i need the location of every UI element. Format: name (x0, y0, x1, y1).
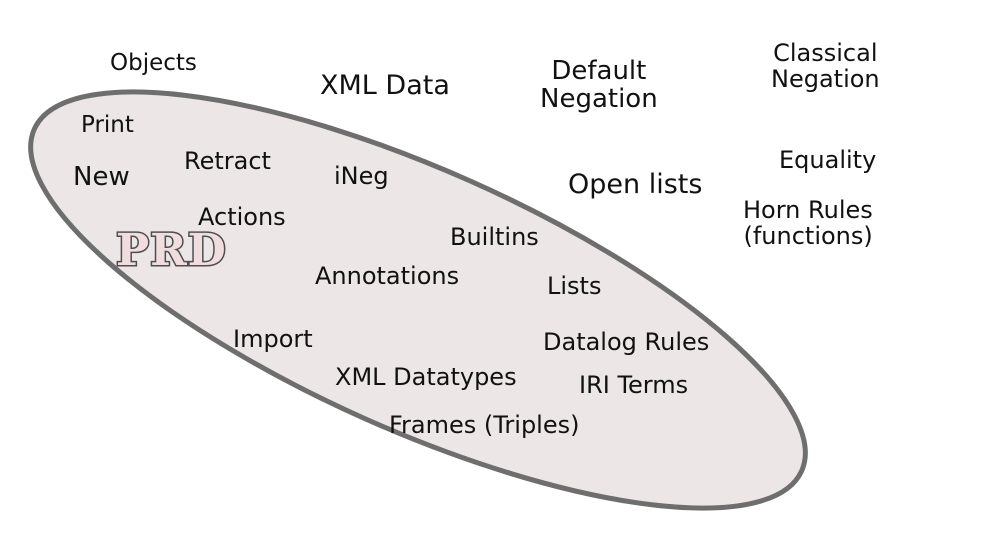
label-frames-triples: Frames (Triples) (389, 411, 580, 439)
label-datalog-rules: Datalog Rules (543, 328, 710, 356)
label-equality: Equality (779, 146, 877, 174)
label-default-negation: Default Negation (540, 57, 658, 113)
label-annotations: Annotations (315, 262, 460, 290)
label-default-negation-line1: Default (551, 56, 647, 86)
label-classical-negation-line1: Classical (773, 39, 878, 67)
label-objects: Objects (110, 50, 197, 76)
prd-region-title: PRD (115, 225, 228, 276)
label-horn-rules-line1: Horn Rules (743, 196, 873, 224)
label-classical-negation: Classical Negation (771, 39, 880, 93)
label-import: Import (233, 325, 313, 353)
label-xml-datatypes: XML Datatypes (335, 363, 517, 391)
prd-ellipse (28, 89, 808, 511)
label-ineg: iNeg (334, 162, 389, 190)
label-new: New (73, 162, 130, 192)
label-lists: Lists (547, 272, 602, 300)
label-print: Print (81, 112, 134, 138)
label-horn-rules: Horn Rules (functions) (743, 196, 873, 250)
label-xml-data: XML Data (320, 70, 450, 101)
label-open-lists: Open lists (568, 169, 703, 200)
label-retract: Retract (184, 147, 271, 175)
label-actions: Actions (198, 203, 286, 231)
label-horn-rules-line2: (functions) (743, 221, 873, 250)
label-builtins: Builtins (450, 223, 539, 251)
label-iri-terms: IRI Terms (579, 371, 689, 399)
label-classical-negation-line2: Negation (771, 64, 880, 93)
label-default-negation-line2: Negation (540, 84, 658, 115)
